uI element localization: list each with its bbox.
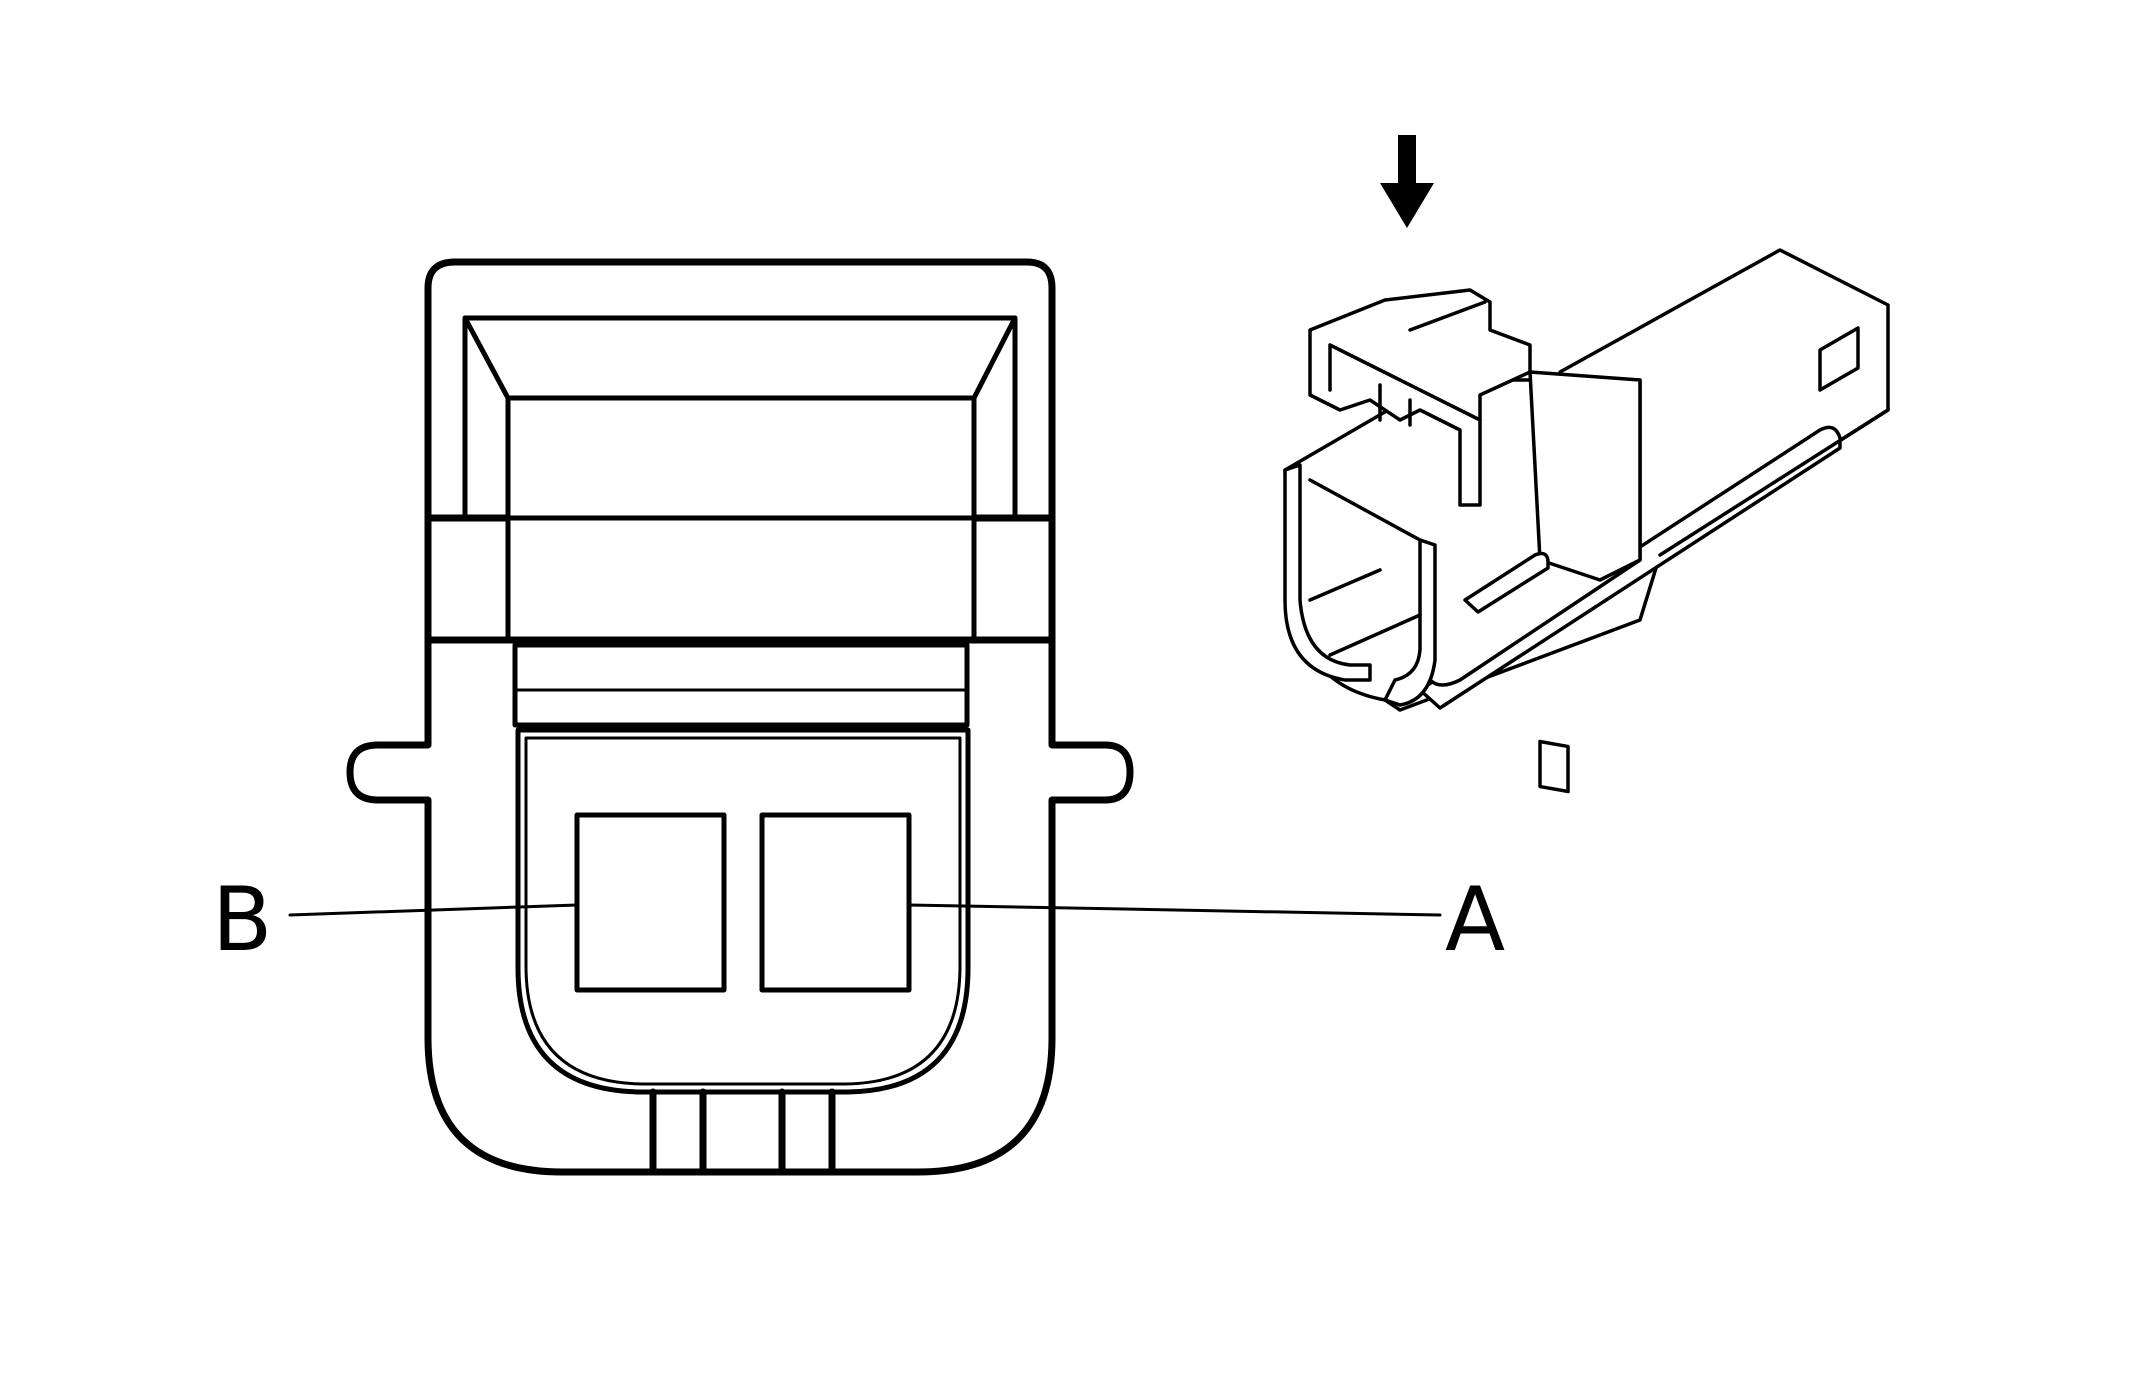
terminal-cavity-inner	[524, 736, 962, 1086]
frame-corner-right	[971, 315, 1018, 401]
iso-latch-detail	[1328, 300, 1487, 427]
label-a: A	[1445, 868, 1505, 971]
latch-frame-outer	[462, 315, 1018, 521]
leader-line-b	[288, 903, 579, 917]
iso-bottom-rib	[1463, 551, 1550, 614]
iso-lock-window	[1538, 739, 1570, 794]
iso-opening-frame	[1283, 463, 1372, 682]
housing-outline	[346, 258, 1134, 1176]
terminal-a	[759, 812, 912, 993]
label-b: B	[212, 868, 272, 971]
arrow-shaft	[1398, 135, 1416, 185]
connector-isometric-view	[1283, 248, 1890, 794]
connector-front-view: B A	[212, 258, 1505, 1176]
locking-tab-arrow	[1380, 135, 1434, 228]
bottom-key	[649, 1088, 836, 1176]
iso-opening-inner	[1308, 478, 1422, 657]
terminal-cavity	[515, 727, 971, 1095]
iso-edge-1	[1658, 408, 1890, 557]
terminal-b	[574, 812, 727, 993]
iso-side-lock	[1528, 370, 1642, 582]
lock-bar	[512, 642, 970, 728]
iso-latch	[1308, 288, 1532, 507]
frame-corner-left	[462, 315, 511, 401]
leader-line-a	[907, 903, 1442, 917]
arrow-head	[1380, 183, 1434, 228]
iso-u-clip	[1383, 538, 1437, 707]
iso-end-slot	[1818, 326, 1860, 392]
